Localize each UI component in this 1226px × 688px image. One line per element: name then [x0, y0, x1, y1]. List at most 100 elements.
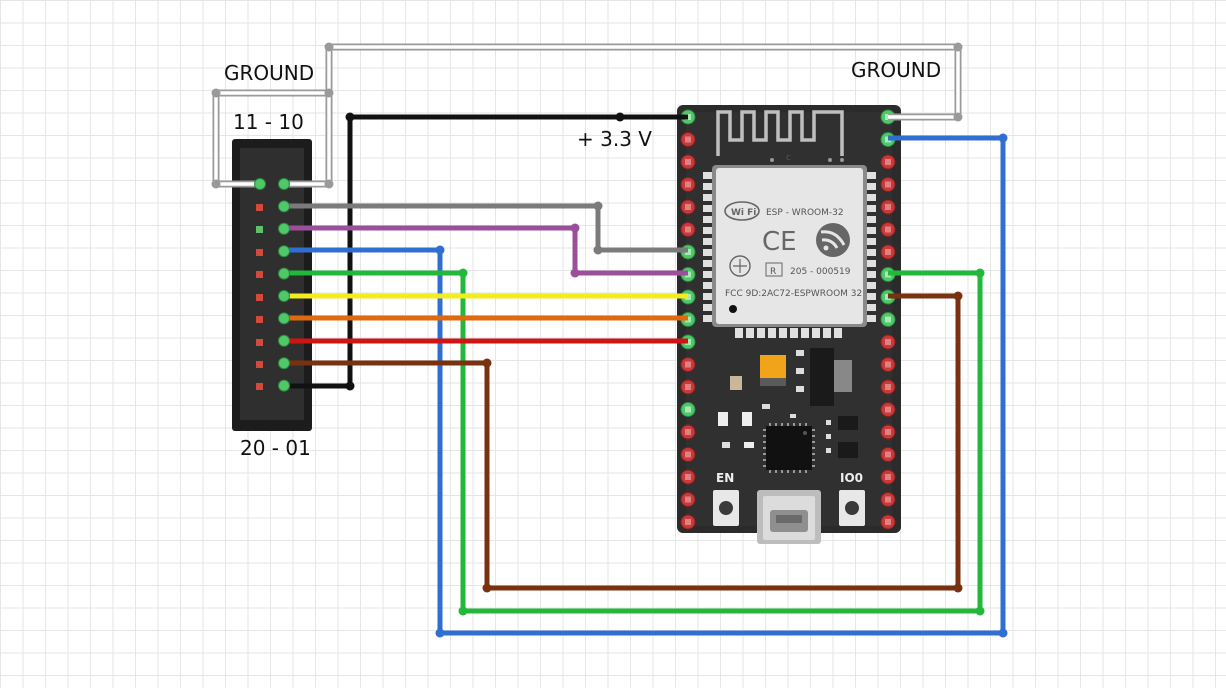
en-button-label: EN [716, 471, 734, 485]
ground-wire [211, 42, 963, 189]
header-right-pins [254, 178, 290, 392]
module-bottom-pads [735, 328, 842, 338]
module-pad [703, 293, 712, 300]
module-pad [703, 194, 712, 201]
board-left-pin [680, 424, 696, 440]
wroom-module: Wi Fi ESP - WROOM-32 CE R 205 - 000519 F… [703, 165, 876, 327]
header-left-ground-pin [254, 178, 266, 190]
board-right-pin [880, 177, 896, 192]
module-pad [867, 172, 876, 179]
module-pad [703, 304, 712, 311]
board-right-pin [880, 469, 896, 485]
module-pad [703, 205, 712, 212]
io0-button-label: IO0 [840, 471, 863, 485]
header-right-pin [278, 245, 290, 258]
wire-purple [284, 223, 688, 278]
board-right-pin [880, 244, 896, 260]
board-right-pin [880, 334, 896, 350]
board-right-pin [880, 447, 896, 462]
board-right-pin [880, 222, 896, 237]
header-bottom-label: 20 - 01 [240, 436, 311, 460]
r-code: 205 - 000519 [790, 267, 851, 277]
board-right-pin [880, 402, 896, 417]
module-bottom-pad [812, 328, 820, 338]
module-pad [703, 183, 712, 190]
espressif-logo-icon [816, 223, 850, 257]
header-right-pin [278, 200, 290, 213]
module-pad [867, 282, 876, 289]
module-pad [867, 271, 876, 278]
board-left-pin [680, 469, 696, 485]
wire-gray [284, 201, 688, 255]
board-left-pin [680, 199, 696, 215]
header-right-pin [278, 334, 290, 347]
module-bottom-pad [735, 328, 743, 338]
board-right-pin [880, 424, 896, 440]
wifi-badge-text: Wi Fi [731, 208, 756, 218]
power-label: + 3.3 V [577, 127, 652, 151]
header-right-pin [278, 222, 290, 235]
module-bottom-pad [834, 328, 842, 338]
header-right-pin [278, 290, 290, 302]
module-pad [703, 249, 712, 256]
module-pad [867, 260, 876, 267]
module-pad [867, 238, 876, 245]
module-title: ESP - WROOM-32 [766, 208, 844, 218]
board-right-pin [880, 199, 896, 215]
board-left-pin [680, 402, 696, 417]
module-bottom-pad [768, 328, 776, 338]
wire-blue [284, 133, 1008, 638]
board-right-pin [880, 312, 896, 327]
board-components [718, 348, 858, 473]
board-left-pin [680, 177, 696, 192]
pin-header-connector [232, 139, 312, 431]
board-right-pin [880, 514, 896, 530]
module-pad [867, 293, 876, 300]
module-pad [703, 260, 712, 267]
ce-mark-icon: CE [762, 227, 797, 257]
usb-uart-chip [763, 423, 815, 473]
module-pad [867, 315, 876, 322]
board-left-pins [680, 109, 696, 530]
module-pads [703, 172, 876, 322]
board-left-pin [680, 357, 696, 372]
micro-usb-port [757, 490, 821, 544]
esp32-devkit-board: c Wi Fi ESP - WROOM-32 CE [677, 105, 901, 544]
header-right-pin [278, 357, 290, 370]
module-bottom-pad [801, 328, 809, 338]
module-pad [867, 205, 876, 212]
module-pad [703, 315, 712, 322]
module-bottom-pad [823, 328, 831, 338]
header-right-pin [278, 379, 290, 392]
wifi-logo-icon: Wi Fi [724, 201, 760, 221]
header-right-pin [278, 267, 290, 280]
module-pad [867, 304, 876, 311]
certification-icon [729, 255, 751, 277]
r-mark: R [770, 267, 776, 277]
module-bottom-pad [746, 328, 754, 338]
module-pad [867, 194, 876, 201]
board-left-pin [680, 514, 696, 530]
module-pad [867, 216, 876, 223]
module-pad [867, 227, 876, 234]
module-pad [703, 282, 712, 289]
header-top-label: 11 - 10 [233, 110, 304, 134]
ground-right-label: GROUND [851, 58, 941, 82]
module-pad [867, 183, 876, 190]
wire-green [284, 268, 985, 616]
board-right-pin [880, 379, 896, 395]
wires [211, 42, 1008, 638]
header-right-pin [278, 312, 290, 325]
en-button[interactable]: EN [713, 471, 739, 526]
module-pad [703, 238, 712, 245]
module-pad [703, 227, 712, 234]
module-bottom-pad [779, 328, 787, 338]
antenna-trace: c [716, 110, 844, 163]
wire-brown [284, 291, 963, 593]
io0-button[interactable]: IO0 [839, 471, 865, 526]
board-left-pin [680, 222, 696, 237]
board-left-pin [680, 132, 696, 147]
fcc-text: FCC 9D:2AC72-ESPWROOM 32 [725, 289, 862, 299]
module-pad [703, 172, 712, 179]
